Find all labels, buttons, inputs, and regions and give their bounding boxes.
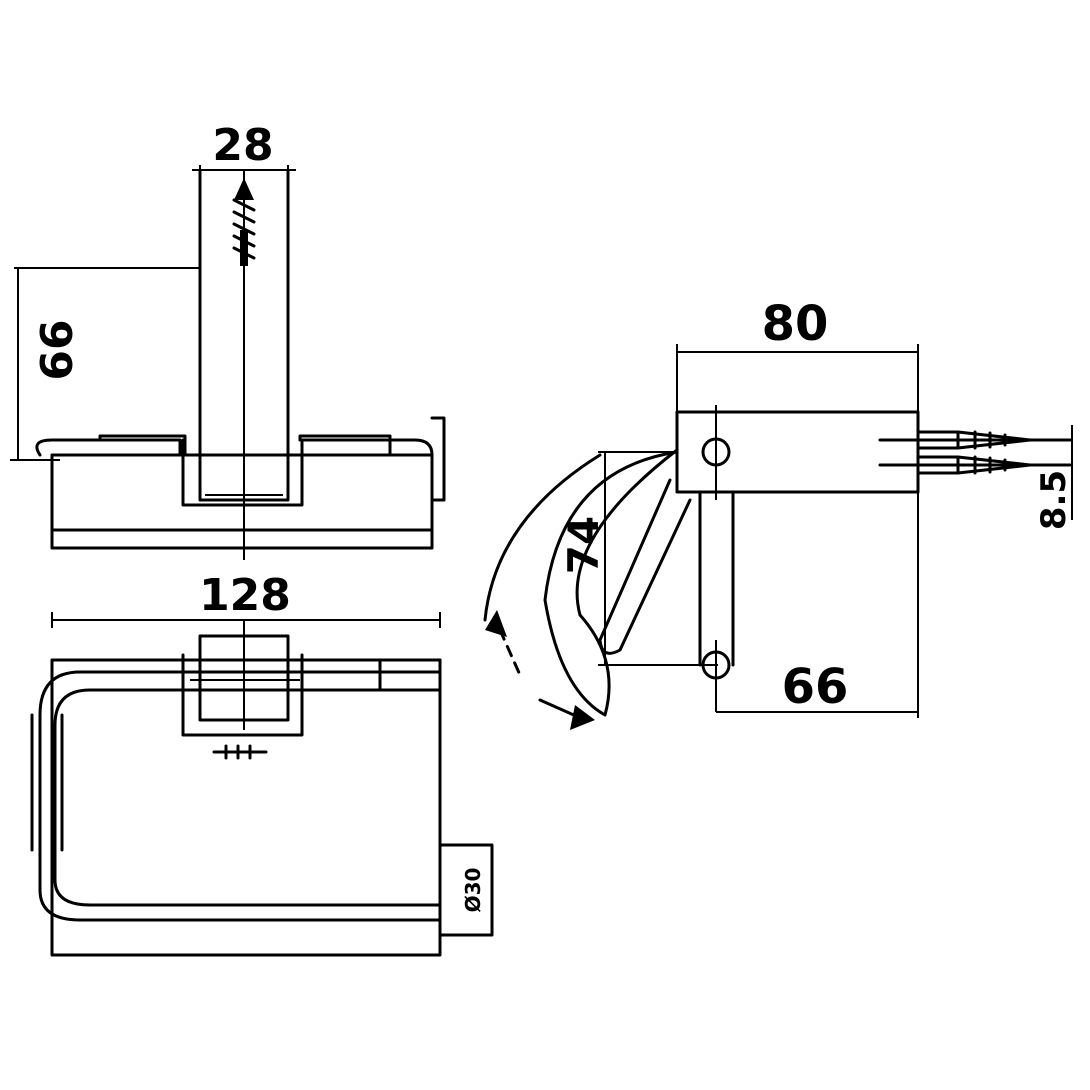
anchor-screw-icon [232, 178, 256, 266]
dimension-front-width: 128 [199, 570, 291, 621]
dimension-side-depth: 66 [782, 659, 849, 715]
dimension-side-screw-spacing: 8.5 [1034, 470, 1074, 530]
dimension-top-height: 66 [32, 319, 83, 380]
screw-icon [212, 744, 268, 760]
front-view [30, 612, 494, 957]
dimension-top-width: 28 [212, 120, 273, 171]
dimension-side-width: 80 [762, 296, 829, 352]
dimension-front-diameter: Ø30 [461, 868, 485, 913]
dimension-side-height: 74 [559, 516, 608, 574]
side-view [483, 344, 1073, 730]
anchor-screws-icon [878, 430, 1072, 475]
top-view [10, 165, 446, 560]
